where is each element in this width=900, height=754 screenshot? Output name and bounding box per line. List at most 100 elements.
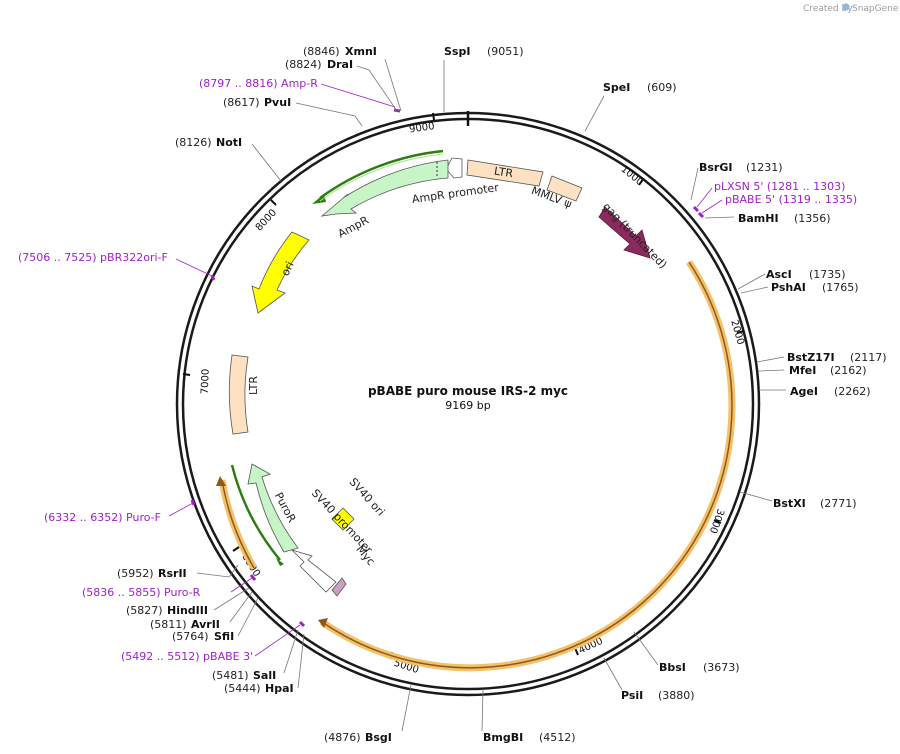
feature-ltr-top bbox=[466, 159, 544, 187]
snapgene-credit: Created by SnapGene bbox=[803, 3, 899, 14]
tick-label-9000: 9000 bbox=[409, 121, 436, 135]
site-name-pvui: PvuI bbox=[264, 96, 291, 109]
site-name-bsrgi: BsrGI bbox=[699, 161, 732, 174]
leader-mfei bbox=[758, 369, 785, 372]
tick-mark-7000 bbox=[182, 373, 191, 376]
puror-orf-line-path bbox=[230, 464, 281, 561]
leader-rsrii bbox=[196, 564, 239, 578]
site-pos-bamhi: (1356) bbox=[794, 212, 831, 225]
ampr-orf-line-path bbox=[319, 149, 444, 200]
leader-amp-r bbox=[320, 83, 396, 108]
site-name-noti: NotI bbox=[216, 136, 242, 149]
site-pos-sali: (5481) bbox=[212, 669, 249, 682]
site-pos-bbsi: (3673) bbox=[703, 661, 740, 674]
ampr-orf-line-arrowhead bbox=[312, 194, 326, 204]
site-name-xmni: XmnI bbox=[345, 45, 377, 58]
leader-psii bbox=[603, 657, 623, 691]
feature-ampr-label: AmpR bbox=[336, 213, 371, 240]
leader-puro-r bbox=[230, 577, 253, 593]
enzyme-labels: (8846) XmnI SspI (9051) (8824) DraI SpeI… bbox=[117, 45, 887, 744]
site-name-sali: SalI bbox=[253, 669, 276, 682]
plasmid-length: 9169 bp bbox=[445, 399, 490, 412]
tick-label-2000: 2000 bbox=[728, 319, 746, 346]
site-pos-noti: (8126) bbox=[175, 136, 212, 149]
site-pos-rsrii: (5952) bbox=[117, 567, 154, 580]
site-pos-agei: (2262) bbox=[834, 385, 871, 398]
plasmid-name: pBABE puro mouse IRS-2 myc bbox=[368, 384, 568, 398]
site-name-agei: AgeI bbox=[790, 385, 818, 398]
site-name-sfii: SfiI bbox=[214, 630, 234, 643]
site-name-rsrii: RsrII bbox=[158, 567, 187, 580]
primer-mark-pbabe3 bbox=[298, 620, 306, 628]
site-name-psii: PsiI bbox=[621, 689, 643, 702]
primer-label-puro-r: (5836 .. 5855) Puro-R bbox=[82, 586, 201, 599]
leader-bstz17i bbox=[756, 356, 785, 363]
leader-bamhi bbox=[704, 216, 735, 219]
orf-arc-right-outline bbox=[320, 260, 736, 672]
site-pos-mfei: (2162) bbox=[830, 364, 867, 377]
features: LTR MMLV ψ gag (truncated) AmpR promoter… bbox=[228, 157, 669, 597]
leader-plxsn bbox=[696, 187, 713, 208]
site-pos-bsrgi: (1231) bbox=[746, 161, 783, 174]
site-pos-asci: (1735) bbox=[809, 268, 846, 281]
site-name-sspi: SspI bbox=[444, 45, 470, 58]
tick-label-7000: 7000 bbox=[200, 369, 212, 395]
site-name-bamhi: BamHI bbox=[738, 212, 779, 225]
leader-bstxi bbox=[739, 491, 773, 502]
site-pos-sspi: (9051) bbox=[487, 45, 524, 58]
leader-sfii bbox=[237, 597, 259, 637]
site-name-bmgbi: BmgBI bbox=[483, 731, 523, 744]
site-pos-xmni: (8846) bbox=[303, 45, 340, 58]
primer-labels: (8797 .. 8816) Amp-R pLXSN 5' (1281 .. 1… bbox=[18, 77, 857, 663]
tick-mark-9000 bbox=[432, 112, 435, 121]
site-name-bbsi: BbsI bbox=[659, 661, 686, 674]
orf-arc-left-arrowhead bbox=[216, 476, 226, 486]
leader-bsrgi bbox=[690, 167, 699, 201]
site-pos-avrii: (5811) bbox=[150, 618, 187, 631]
site-name-bstz17i: BstZ17I bbox=[787, 351, 835, 364]
site-pos-drai: (8824) bbox=[285, 58, 322, 71]
orf-arc-left bbox=[216, 476, 258, 570]
tick-mark-2000 bbox=[736, 330, 745, 334]
leader-xmni bbox=[384, 58, 402, 112]
leader-pshai bbox=[740, 286, 769, 294]
leader-drai bbox=[356, 65, 398, 112]
site-pos-hpai: (5444) bbox=[224, 682, 261, 695]
site-name-avrii: AvrII bbox=[191, 618, 220, 631]
site-pos-psii: (3880) bbox=[658, 689, 695, 702]
feature-ori bbox=[251, 231, 310, 314]
leader-hindiii bbox=[213, 587, 250, 611]
site-pos-spei: (609) bbox=[647, 81, 677, 94]
orf-arc-right-arrowhead bbox=[318, 618, 328, 628]
feature-gag-label: gag (truncated) bbox=[600, 200, 669, 271]
site-name-drai: DraI bbox=[327, 58, 353, 71]
tick-mark-6000 bbox=[232, 546, 240, 552]
feature-myc bbox=[331, 577, 347, 597]
puror-orf-line-arrowhead bbox=[276, 558, 284, 566]
orf-arc-right bbox=[318, 260, 736, 672]
site-name-pshai: PshAI bbox=[771, 281, 806, 294]
feature-ori-label: ori bbox=[279, 259, 297, 278]
tick-mark-1000 bbox=[638, 178, 644, 186]
site-pos-bstz17i: (2117) bbox=[850, 351, 887, 364]
snapgene-logo-icon bbox=[842, 3, 850, 11]
orf-arc-right-core bbox=[321, 261, 733, 669]
primer-label-pbabe3: (5492 .. 5512) pBABE 3' bbox=[121, 650, 253, 663]
credit-prefix: Created by bbox=[803, 4, 853, 14]
leader-asci bbox=[737, 273, 766, 290]
tick-mark-3000 bbox=[713, 519, 722, 524]
leader-sali bbox=[283, 629, 299, 674]
site-name-spei: SpeI bbox=[603, 81, 630, 94]
credit-brand: SnapGene bbox=[852, 4, 899, 14]
leader-pvui bbox=[295, 102, 363, 127]
enzyme-leader-lines bbox=[196, 58, 786, 732]
primer-mark-puro-f bbox=[190, 499, 196, 506]
primer-label-puro-f: (6332 .. 6352) Puro-F bbox=[44, 511, 161, 524]
leader-pbabe5 bbox=[701, 199, 723, 214]
leader-bbsi bbox=[633, 631, 659, 666]
feature-ltr-left bbox=[228, 354, 249, 435]
feature-sv40-ori bbox=[331, 507, 355, 531]
primer-mark-plxsn bbox=[692, 205, 700, 213]
primer-label-amp-r: (8797 .. 8816) Amp-R bbox=[199, 77, 318, 90]
